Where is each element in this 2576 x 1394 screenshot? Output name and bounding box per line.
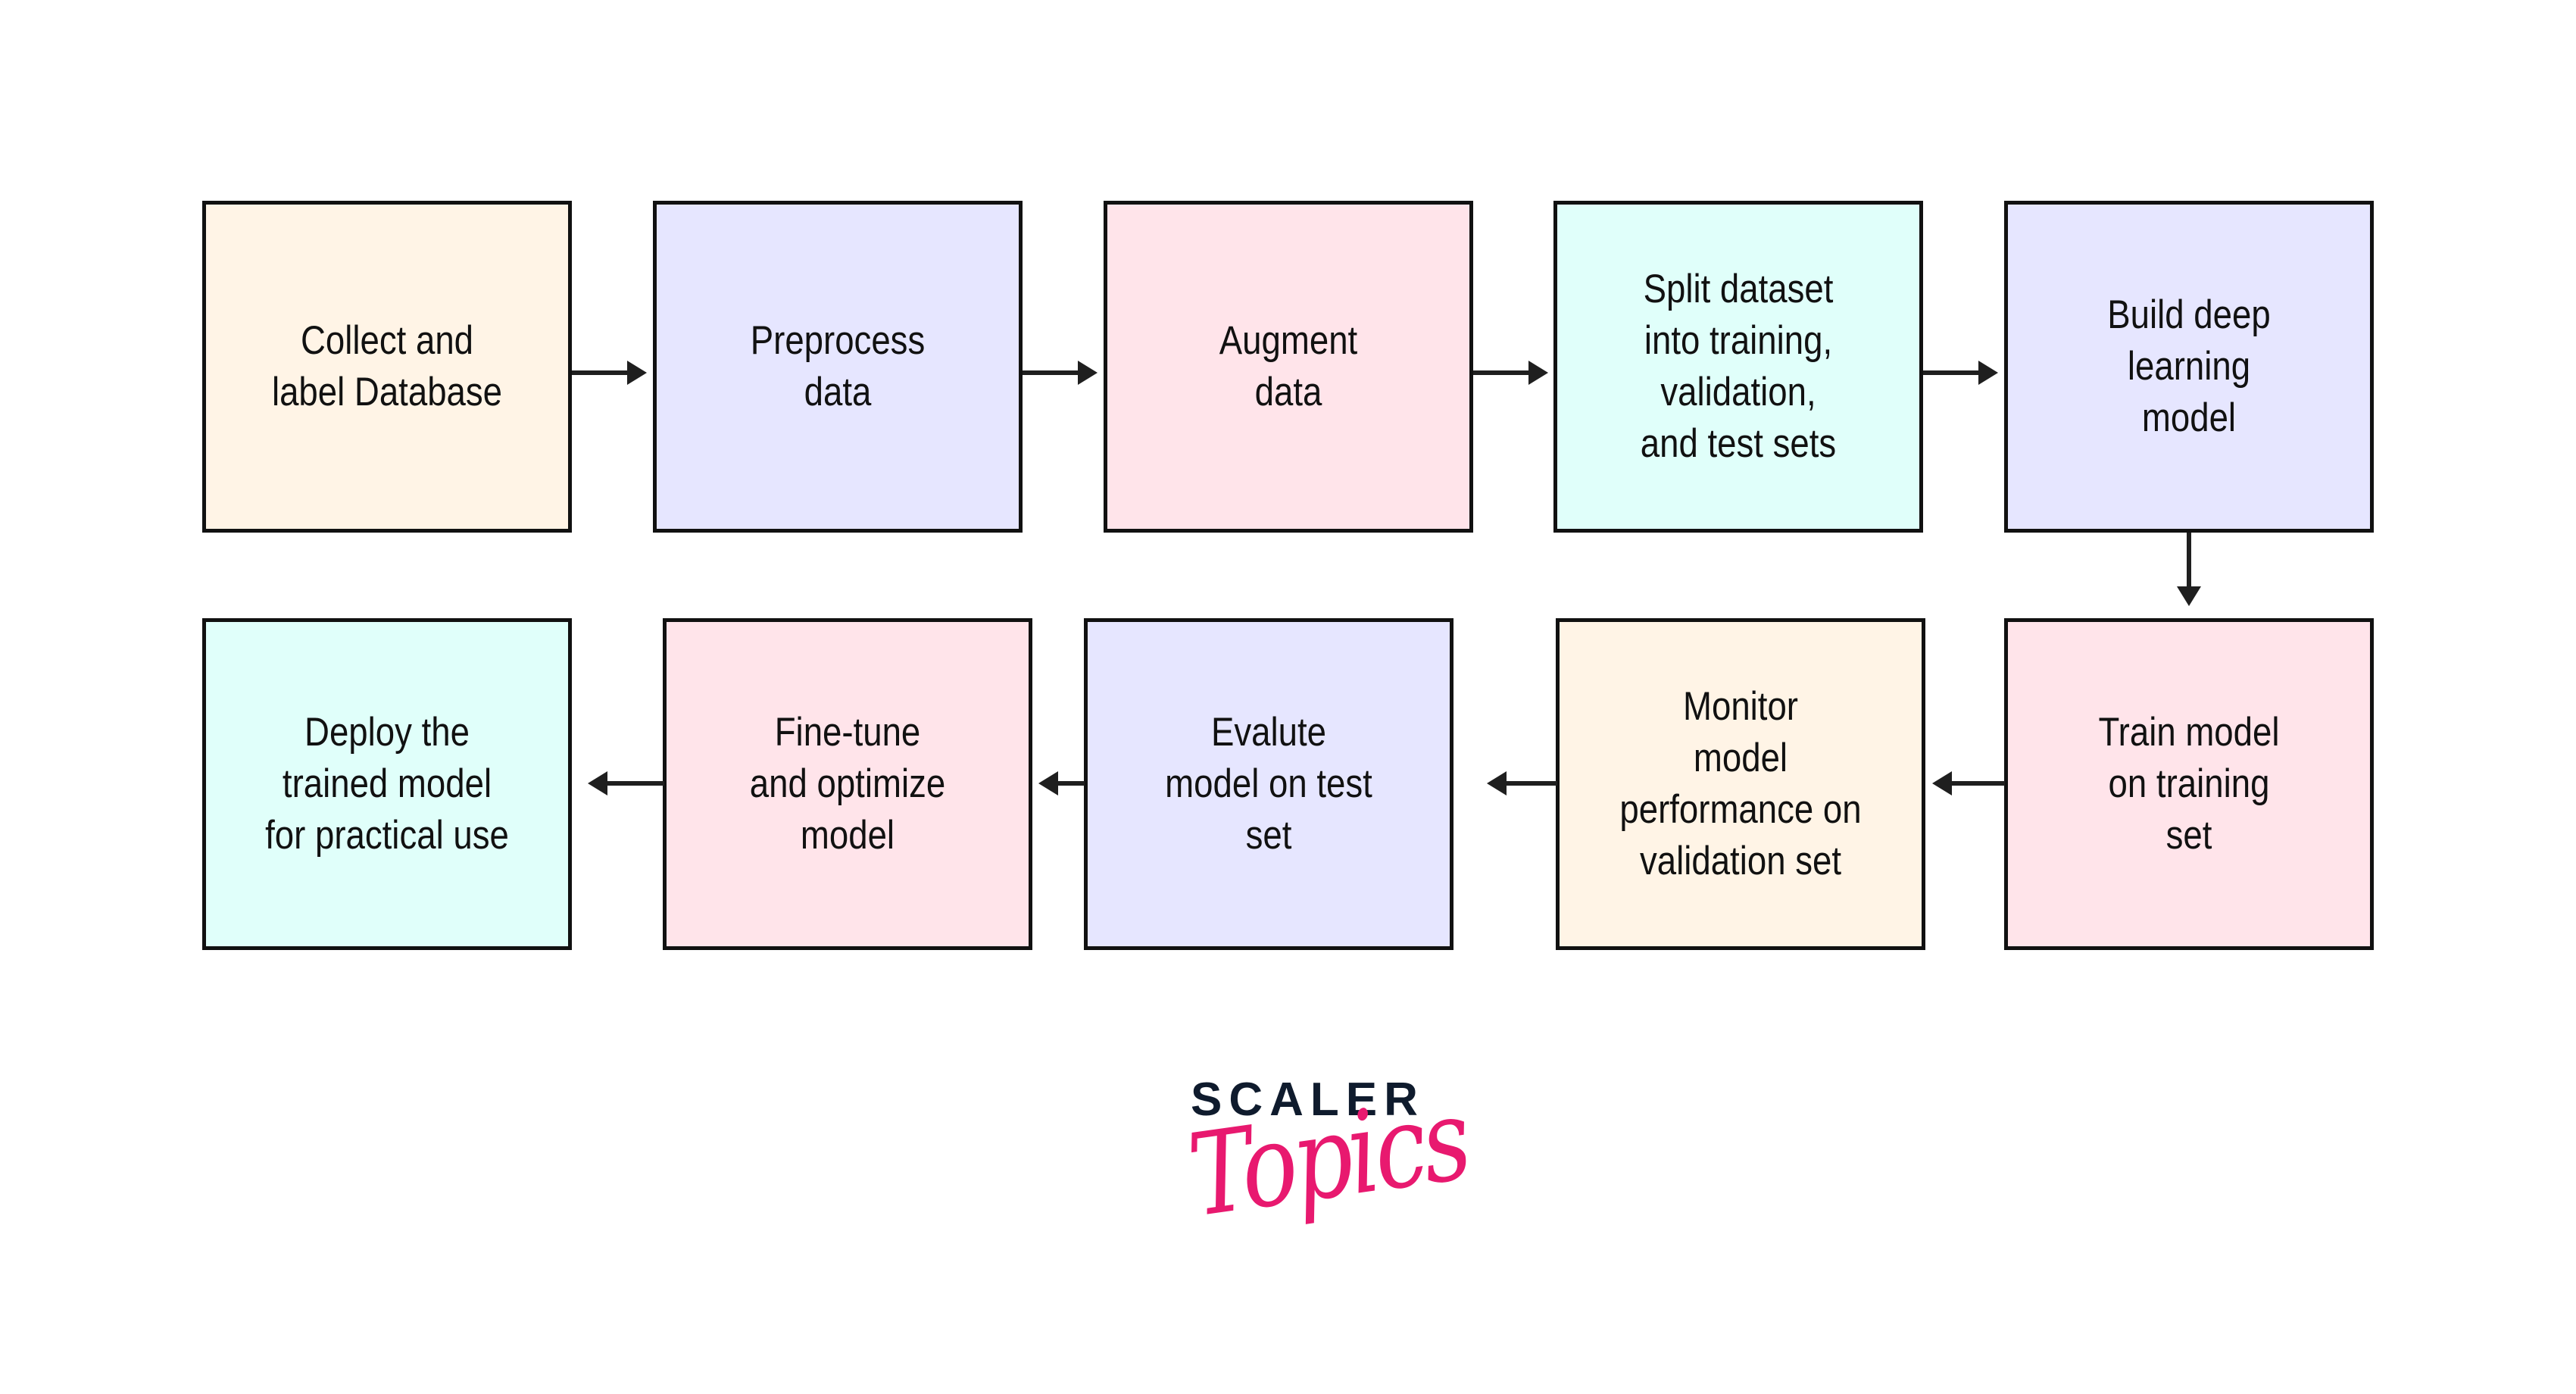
arrow-shaft bbox=[1950, 781, 2005, 786]
arrow-right-icon bbox=[1978, 361, 1998, 385]
arrow-left-icon bbox=[1932, 771, 1952, 795]
arrow-shaft bbox=[572, 370, 632, 375]
arrow-shaft bbox=[1056, 781, 1085, 786]
step-collect-label-data: Collect and label Database bbox=[202, 201, 572, 533]
arrow-shaft bbox=[605, 781, 664, 786]
scaler-topics-logo: SCALER Topics bbox=[1182, 1074, 1475, 1271]
arrow-right-icon bbox=[1528, 361, 1548, 385]
step-split-dataset: Split dataset into training, validation,… bbox=[1553, 201, 1923, 533]
step-label: Fine-tune and optimize model bbox=[749, 710, 946, 858]
step-label: Monitor model performance on validation … bbox=[1619, 684, 1862, 883]
arrow-shaft bbox=[1923, 370, 1984, 375]
step-label: Augment data bbox=[1219, 318, 1358, 414]
step-label: Collect and label Database bbox=[271, 318, 503, 414]
arrow-shaft bbox=[1473, 370, 1534, 375]
step-label: Train model on training set bbox=[2098, 710, 2280, 858]
arrow-shaft bbox=[2187, 533, 2191, 592]
arrow-right-icon bbox=[627, 361, 647, 385]
step-fine-tune-model: Fine-tune and optimize model bbox=[663, 618, 1032, 950]
arrow-shaft bbox=[1504, 781, 1557, 786]
step-build-model: Build deep learning model bbox=[2004, 201, 2374, 533]
step-monitor-performance: Monitor model performance on validation … bbox=[1556, 618, 1925, 950]
step-preprocess-data: Preprocess data bbox=[653, 201, 1023, 533]
arrow-left-icon bbox=[1038, 771, 1058, 795]
arrow-left-icon bbox=[588, 771, 607, 795]
arrow-right-icon bbox=[1078, 361, 1098, 385]
logo-brand-text: SCALER bbox=[1191, 1074, 1425, 1126]
step-label: Evalute model on test set bbox=[1165, 710, 1372, 858]
step-label: Build deep learning model bbox=[2107, 292, 2271, 440]
step-train-model: Train model on training set bbox=[2004, 618, 2374, 950]
step-deploy-model: Deploy the trained model for practical u… bbox=[202, 618, 572, 950]
step-augment-data: Augment data bbox=[1104, 201, 1473, 533]
step-evaluate-model: Evalute model on test set bbox=[1084, 618, 1453, 950]
step-label: Deploy the trained model for practical u… bbox=[265, 710, 509, 858]
step-label: Split dataset into training, validation,… bbox=[1640, 267, 1837, 466]
arrow-down-icon bbox=[2177, 586, 2201, 606]
step-label: Preprocess data bbox=[750, 318, 926, 414]
arrow-left-icon bbox=[1487, 771, 1507, 795]
arrow-shaft bbox=[1023, 370, 1083, 375]
